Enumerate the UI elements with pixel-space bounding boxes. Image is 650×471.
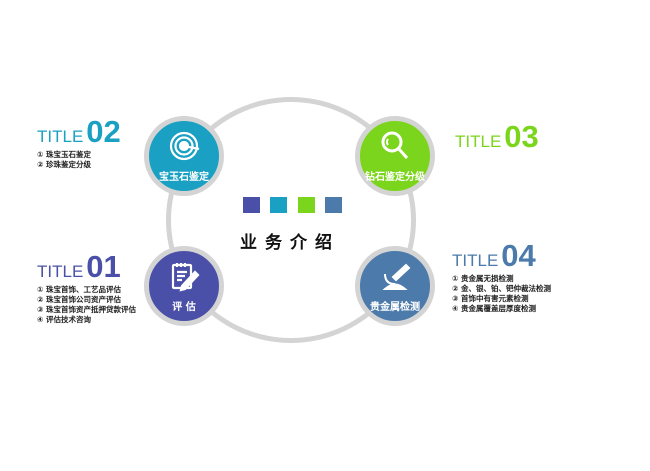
- list-item: ④ 贵金属覆盖层厚度检测: [452, 304, 536, 313]
- node-label: 钻石鉴定分级: [365, 171, 425, 183]
- color-square-green: [298, 197, 315, 213]
- list-item: ② 金、银、铂、钯仲裁法检测: [452, 284, 551, 293]
- color-square-blue: [325, 197, 342, 213]
- title-word: TITLE: [37, 127, 84, 146]
- list-item: ③ 珠宝首饰资产抵押贷款评估: [37, 305, 136, 314]
- list-item: ③ 首饰中有害元素检测: [452, 294, 529, 303]
- node-appraisal[interactable]: 评 估: [144, 246, 224, 326]
- color-square-teal: [270, 197, 287, 213]
- node-label: 宝玉石鉴定: [159, 171, 209, 183]
- node-diamond[interactable]: 钻石鉴定分级: [355, 116, 435, 196]
- title-number: 01: [86, 249, 121, 284]
- target-icon: [169, 131, 200, 160]
- node-label: 贵金属检测: [370, 301, 420, 313]
- list-item: ④ 评估技术咨询: [37, 315, 91, 324]
- node-label: 评 估: [172, 301, 196, 313]
- notepad-pencil-icon: [171, 262, 200, 292]
- microscope-icon: [382, 263, 411, 290]
- list-item: ② 珠宝首饰公司资产评估: [37, 295, 121, 304]
- title-word: TITLE: [37, 262, 84, 281]
- title-word: TITLE: [455, 132, 502, 151]
- magnifier-icon: [381, 131, 409, 159]
- title-number: 04: [501, 238, 536, 273]
- title-word: TITLE: [452, 251, 499, 270]
- node-metal[interactable]: 贵金属检测: [355, 246, 435, 326]
- color-square-purple: [243, 197, 260, 213]
- title-number: 03: [504, 119, 539, 154]
- main-ring: [166, 97, 416, 343]
- title-number: 02: [86, 114, 121, 149]
- list-item: ① 珠宝首饰、工艺品评估: [37, 285, 121, 294]
- center-title: 业务介绍: [240, 233, 340, 253]
- list-item: ① 贵金属无损检测: [452, 274, 514, 283]
- list-item: ① 珠宝玉石鉴定: [37, 150, 91, 159]
- node-gem[interactable]: 宝玉石鉴定: [144, 116, 224, 196]
- list-item: ② 珍珠鉴定分级: [37, 160, 91, 169]
